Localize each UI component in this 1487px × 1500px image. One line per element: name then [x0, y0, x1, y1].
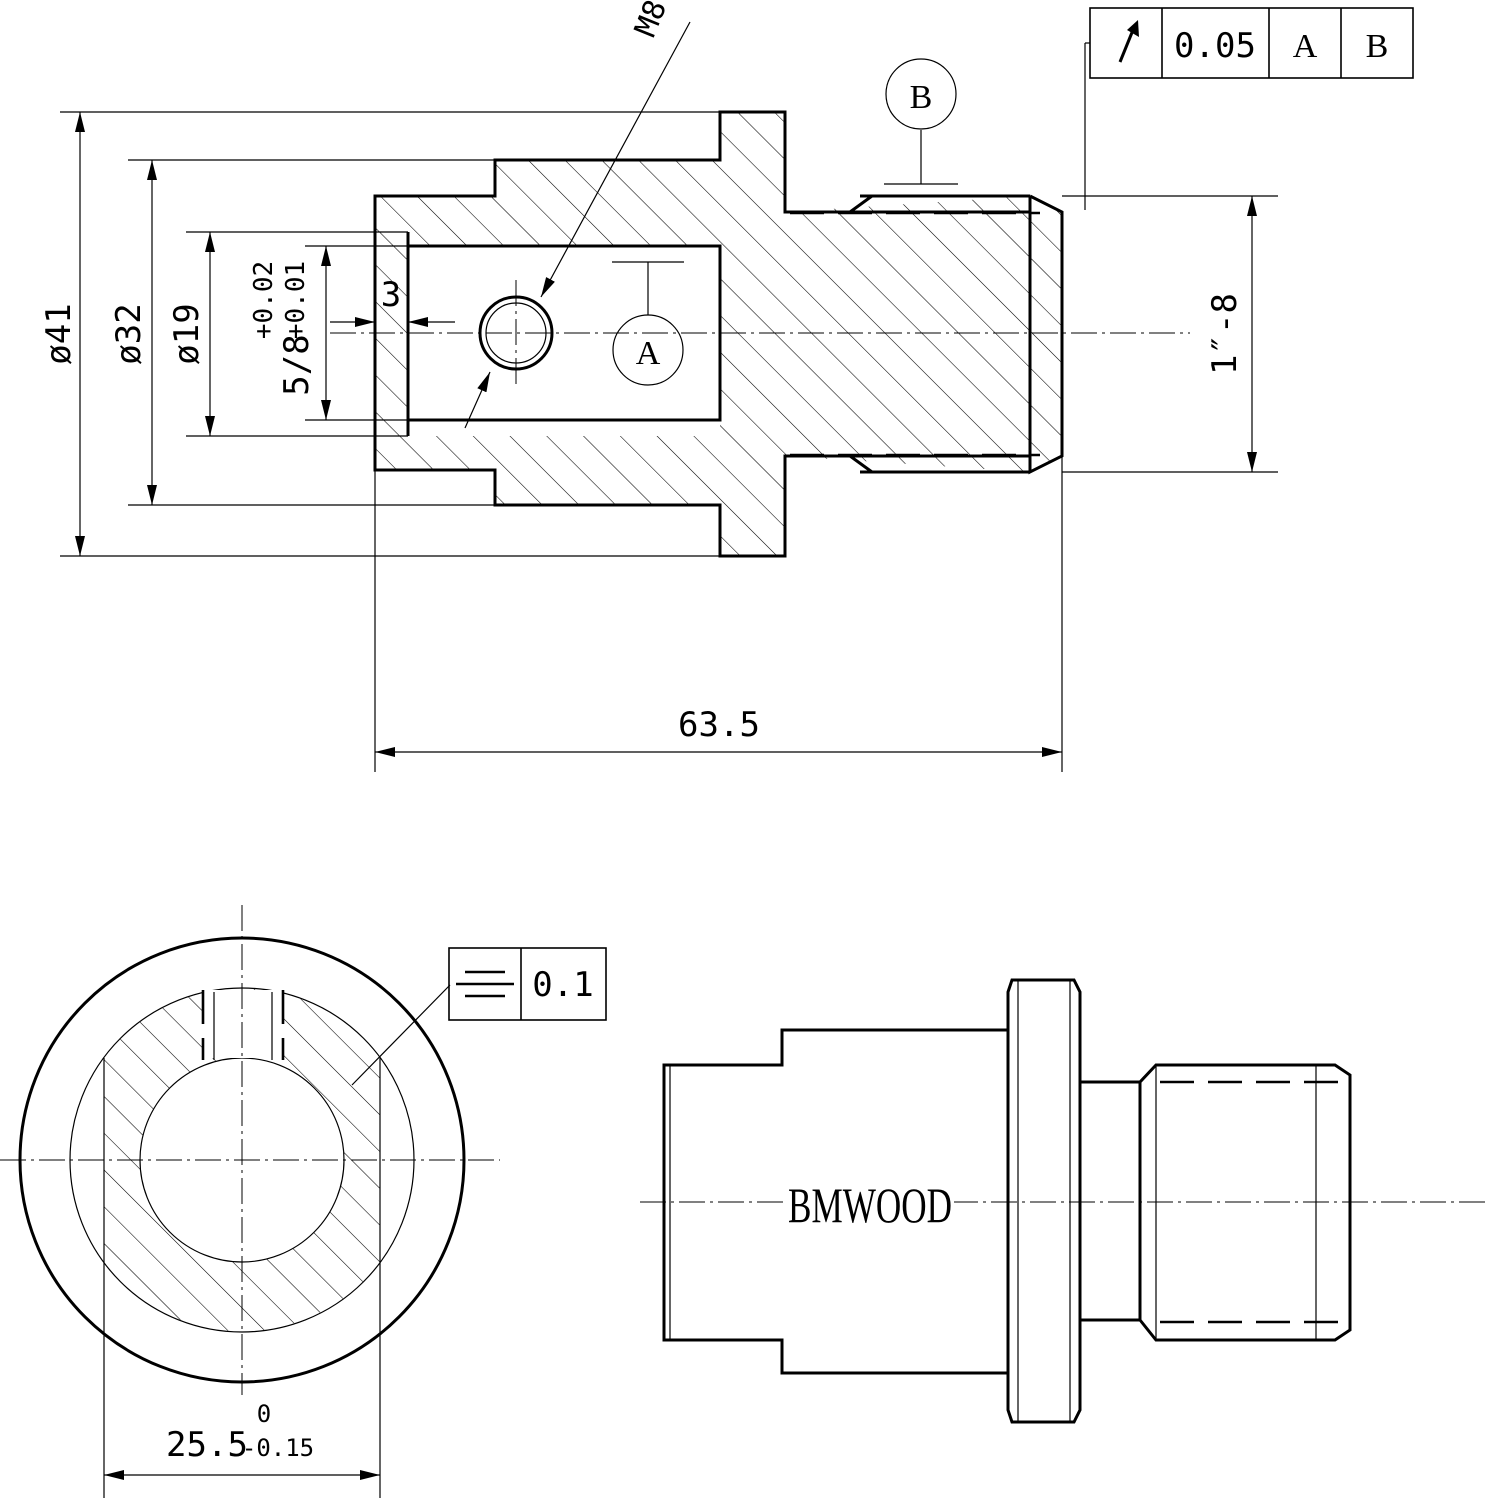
- side-view-flange: [1006, 978, 1082, 1424]
- dim-bore-tol-upper: +0.02: [249, 261, 279, 339]
- datum-a-label: A: [636, 335, 661, 372]
- dim-bore-tol-lower: +0.01: [281, 261, 311, 339]
- dim-bore-label: 5/8: [277, 334, 317, 395]
- section-view: [330, 110, 1190, 558]
- dim-d19-label: ø19: [167, 303, 207, 364]
- datum-b-circle: [885, 58, 957, 130]
- m8-leader-lower: [464, 371, 491, 429]
- symmetry-leader: [351, 984, 451, 1086]
- dim-d41-label: ø41: [39, 303, 79, 364]
- dim-gap-label: 3: [381, 275, 401, 315]
- side-view: BMWOOD: [640, 978, 1487, 1424]
- m8-leader: [540, 21, 691, 298]
- datum-b-label: B: [910, 79, 933, 116]
- m8-label: M8: [628, 0, 674, 42]
- runout-tolerance: 0.05: [1174, 26, 1256, 66]
- dim-flat-label: 25.5: [166, 1425, 248, 1465]
- symmetry-frame: 0.1: [448, 947, 607, 1021]
- symmetry-tolerance: 0.1: [532, 965, 593, 1005]
- runout-datum1: A: [1293, 28, 1318, 65]
- end-view-hatch: [104, 988, 380, 1332]
- section-hatch: [375, 112, 1062, 556]
- dim-thread-label: 1″-8: [1205, 293, 1245, 375]
- brand-label: BMWOOD: [788, 1177, 952, 1233]
- datum-a: A: [612, 314, 684, 386]
- dim-flat-tol-lower: -0.15: [242, 1434, 314, 1462]
- symmetry-icon: [456, 970, 514, 998]
- dimension-lines: [75, 21, 1257, 757]
- dim-flat-tol-upper: 0: [257, 1400, 271, 1428]
- runout-arrow-icon: [1118, 20, 1139, 63]
- runout-datum2: B: [1366, 28, 1389, 65]
- end-view: 25.5 0 -0.15: [0, 905, 500, 1498]
- datum-b: B: [885, 58, 957, 130]
- side-view-neck: [1080, 1080, 1142, 1322]
- dim-length-label: 63.5: [678, 705, 760, 745]
- dim-d32-label: ø32: [109, 303, 149, 364]
- extension-lines: [60, 111, 1278, 772]
- datum-a-circle: [612, 314, 684, 386]
- runout-frame: 0.05 A B: [1089, 7, 1414, 79]
